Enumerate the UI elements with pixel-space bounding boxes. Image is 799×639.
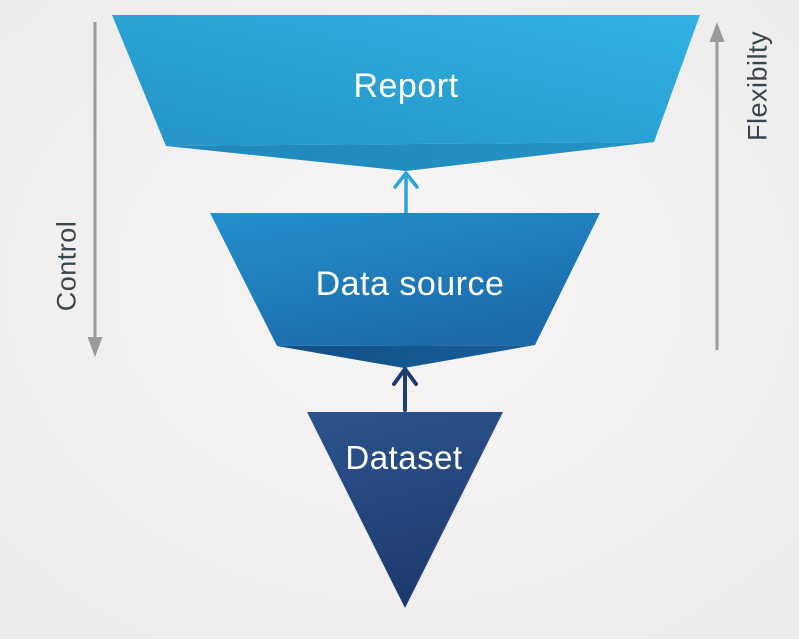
control-arrowhead-down-icon: [87, 337, 103, 357]
funnel-layer-dataset: Dataset: [307, 412, 503, 608]
report-shape: [112, 15, 700, 146]
flexibility-arrowhead-up-icon: [709, 22, 725, 42]
control-axis: Control: [51, 22, 103, 357]
dataset-shape: [307, 412, 503, 608]
data-source-underside: [277, 345, 535, 368]
arrow-dataset-to-datasource-icon: [392, 367, 418, 412]
arrow-datasource-to-report-icon: [393, 171, 419, 217]
data-source-label: Data source: [316, 265, 505, 303]
control-label: Control: [51, 221, 81, 312]
report-label: Report: [353, 67, 458, 105]
funnel-layer-report: Report: [112, 15, 700, 171]
dataset-label: Dataset: [345, 439, 462, 476]
funnel-layer-data-source: Data source: [210, 213, 600, 368]
flexibility-label: Flexibilty: [742, 31, 772, 141]
flexibility-axis: Flexibilty: [709, 22, 772, 350]
report-underside: [166, 142, 654, 171]
data-source-shape: [210, 213, 600, 346]
